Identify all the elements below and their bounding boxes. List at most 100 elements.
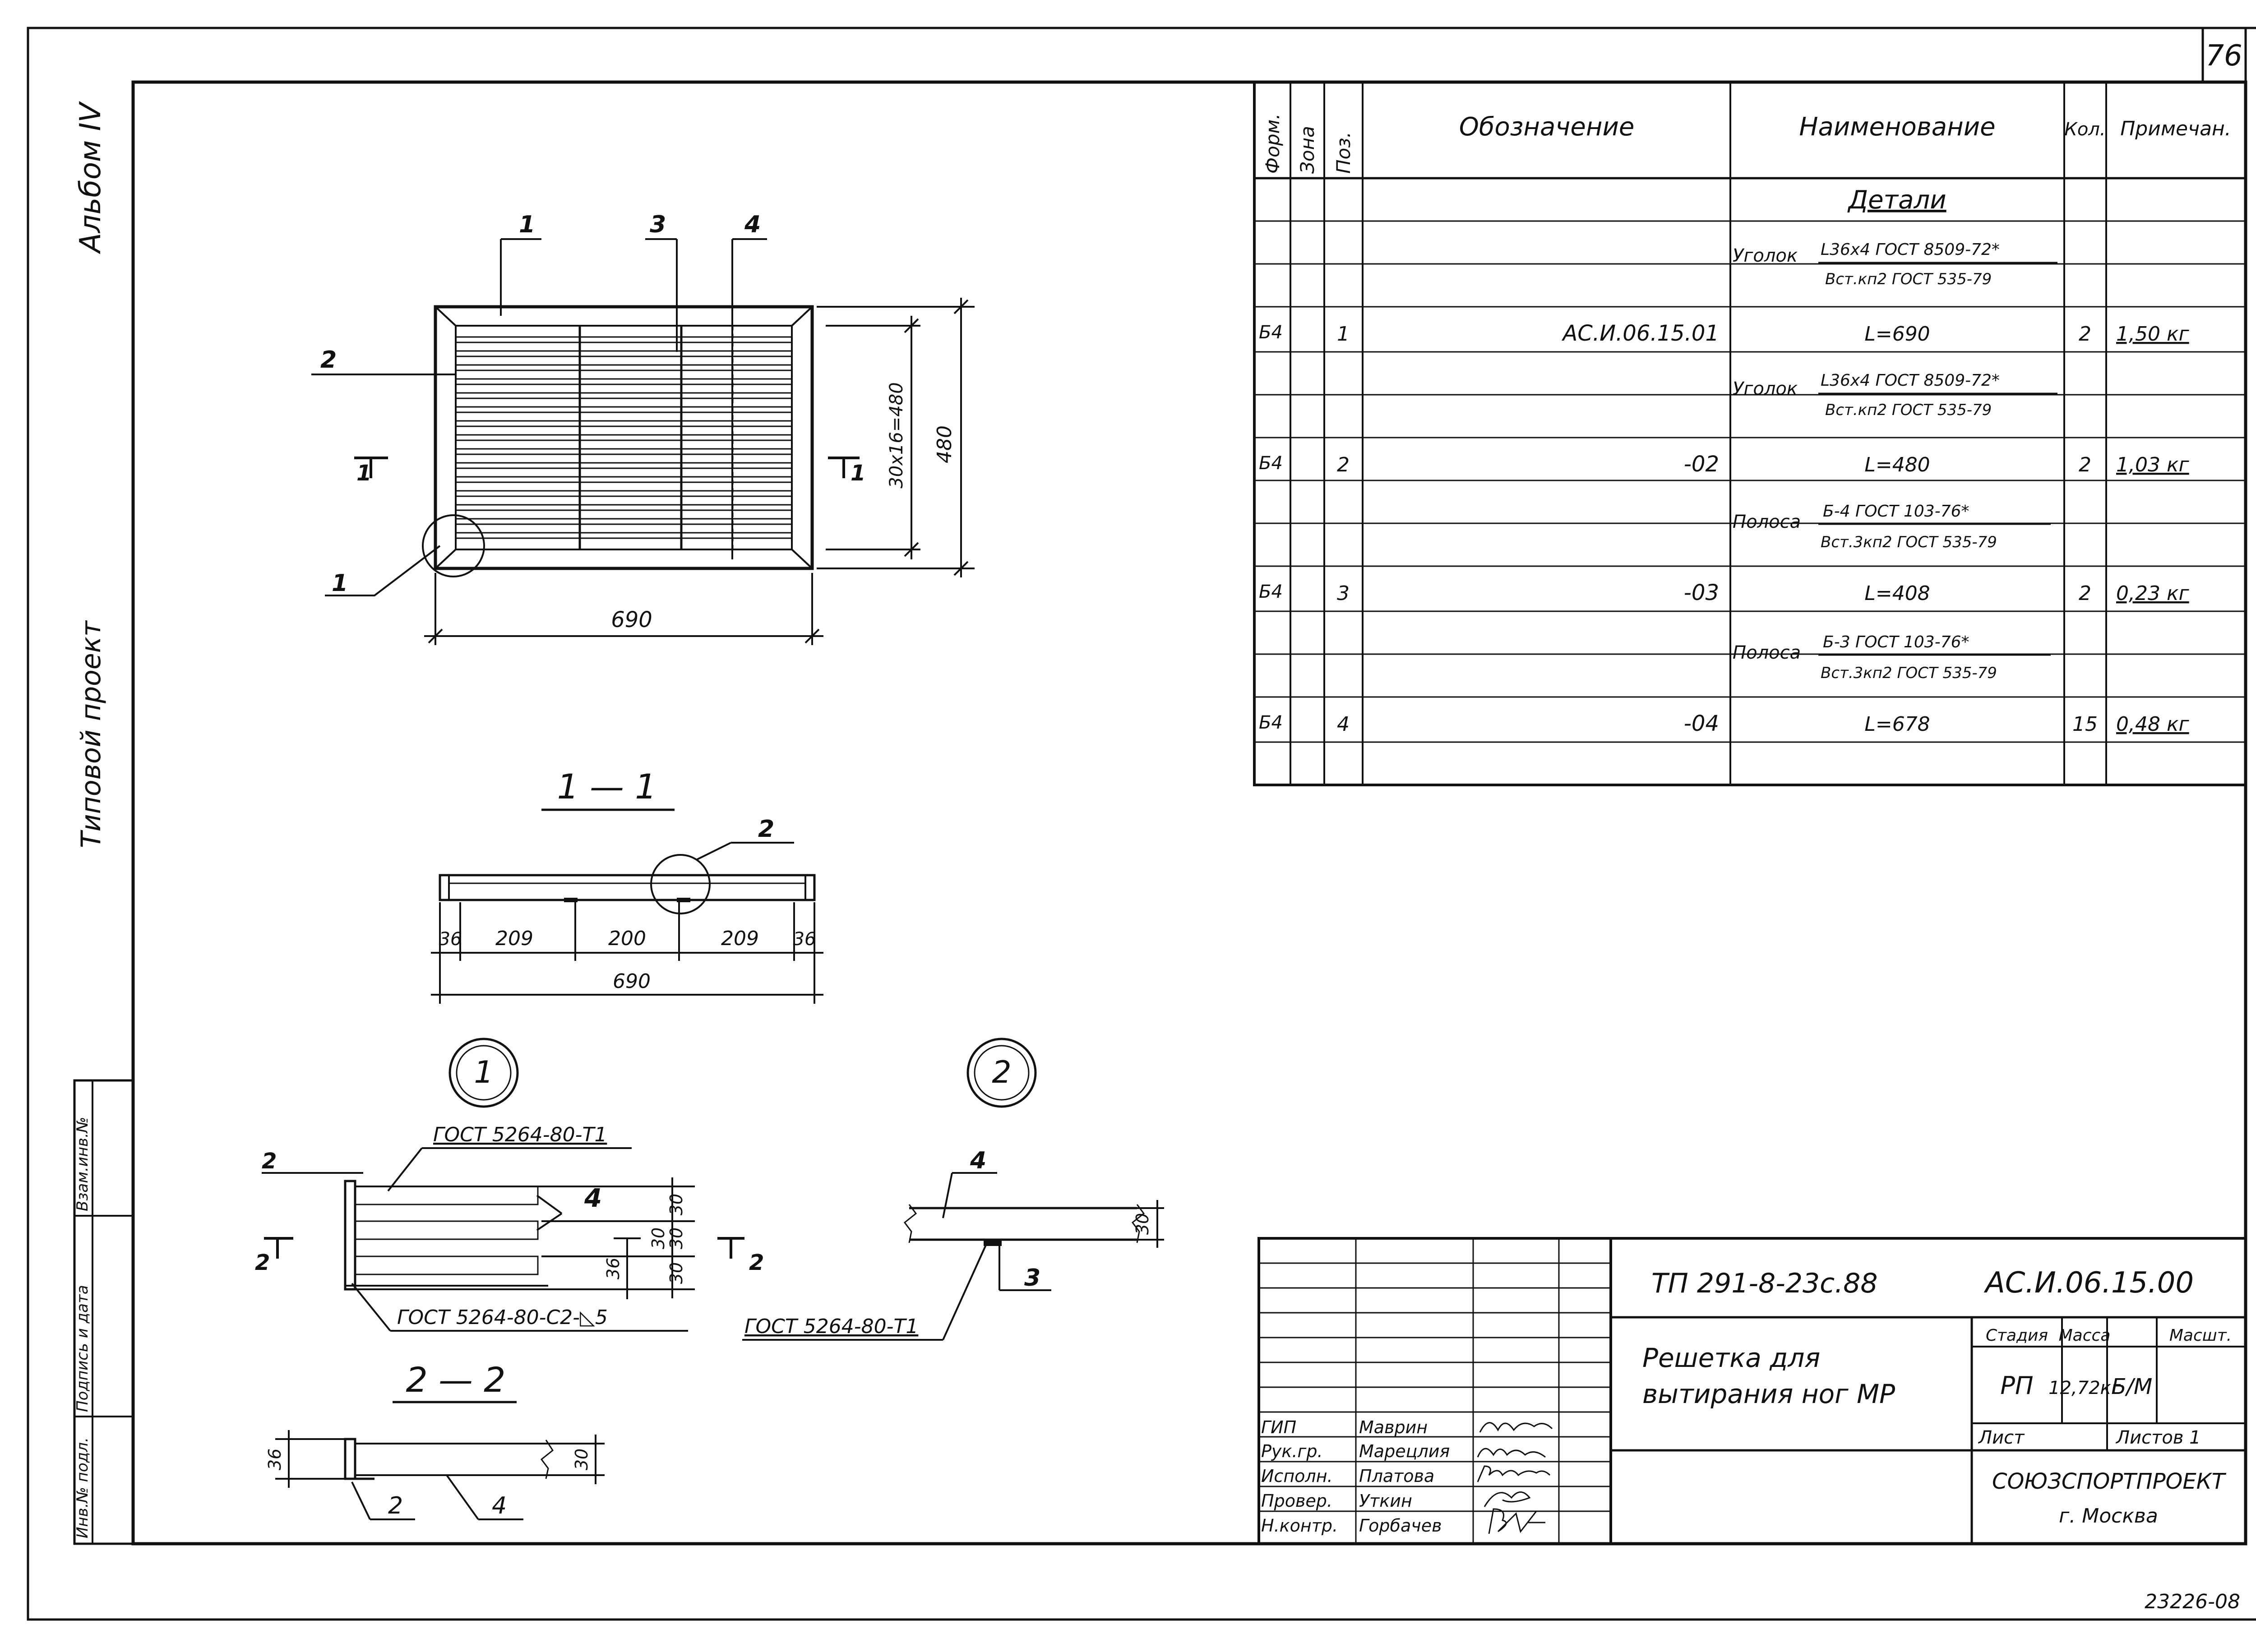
node-1-marker: 1 <box>474 1055 493 1090</box>
staff-role: Н.контр. <box>1261 1516 1338 1536</box>
table-row-lines <box>1254 220 2246 743</box>
node-1-section-mark: 2 <box>749 1250 764 1275</box>
header-format: Форм. <box>1262 113 1284 174</box>
node-2-marker: 2 <box>992 1055 1011 1090</box>
staff-role: Рук.гр. <box>1261 1441 1323 1461</box>
cell-length: L=678 <box>1864 713 1930 736</box>
cell-position: 2 <box>1337 453 1350 476</box>
specification-table: Форм. Зона Поз. Обозначение Наименование… <box>1253 81 2247 786</box>
cell-note: 0,48 кг <box>2116 713 2190 736</box>
node-1-callout-4: 4 <box>584 1184 602 1213</box>
callout-position-1: 1 <box>519 211 535 238</box>
signature <box>1488 1508 1545 1534</box>
list-item: Провер. Уткин <box>1261 1491 1531 1511</box>
table-row: Б4 4 -04 L=678 15 0,48 кг <box>1259 711 2190 736</box>
list-item: Полоса Б-4 ГОСТ 103-76* Вст.3кп2 ГОСТ 53… <box>1733 502 2051 551</box>
cell-format: Б4 <box>1259 322 1283 343</box>
list-item: Исполн. Платова <box>1261 1465 1551 1486</box>
staff-role: Исполн. <box>1261 1466 1333 1486</box>
signature <box>1484 1491 1531 1507</box>
section-1-1-dim: 36 <box>439 929 462 950</box>
project-type-label: Типовой проект <box>75 620 107 848</box>
signature <box>1477 1465 1551 1482</box>
stage-label: Стадия <box>1986 1326 2048 1345</box>
callout-position-3: 3 <box>650 211 666 238</box>
node-1-dim: 30 <box>666 1227 686 1249</box>
header-note: Примечан. <box>2120 117 2231 140</box>
table-row: Б4 2 -02 L=480 2 1,03 кг <box>1259 452 2190 477</box>
material-prefix: Уголок <box>1733 245 1798 266</box>
header-quantity: Кол. <box>2064 119 2105 140</box>
scale-label: Масшт. <box>2169 1326 2232 1345</box>
node-1-callout-2: 2 <box>262 1149 277 1174</box>
section-mark-left: 1 <box>356 461 371 486</box>
drawing-title-line2: вытирания ног МР <box>1642 1379 1895 1409</box>
list-item: Рук.гр. Марецлия <box>1261 1441 1546 1461</box>
header-name: Наименование <box>1799 112 1995 142</box>
cell-note: 1,03 кг <box>2116 453 2190 476</box>
material-spec-bottom: Вст.3кп2 ГОСТ 535-79 <box>1821 664 1997 682</box>
cell-format: Б4 <box>1259 712 1283 733</box>
section-mark-right: 1 <box>851 461 865 486</box>
section-1-1-dim: 200 <box>608 927 646 950</box>
cell-note: 1,50 кг <box>2116 323 2190 346</box>
header-designation: Обозначение <box>1459 112 1635 142</box>
cell-position: 3 <box>1337 582 1350 605</box>
mass-value: 12,72кг <box>2048 1378 2121 1398</box>
document-code: ТП 291-8-23с.88 <box>1651 1268 1878 1299</box>
staff-name: Маврин <box>1359 1417 1428 1437</box>
node-2-dim: 30 <box>1133 1213 1152 1235</box>
grate-strips <box>456 336 792 539</box>
cell-length: L=690 <box>1864 323 1930 346</box>
callout-position-2: 2 <box>320 346 337 374</box>
stage-value: РП <box>2000 1371 2033 1400</box>
section-1-1-total: 690 <box>613 970 651 993</box>
staff-name: Марецлия <box>1359 1441 1450 1461</box>
scale-value: Б/М <box>2112 1374 2153 1399</box>
node-2-callout-3: 3 <box>1024 1264 1040 1292</box>
section-1-1: 1 — 1 2 36 209 200 209 36 690 <box>431 766 823 1004</box>
cell-position: 4 <box>1337 713 1350 736</box>
stamp-signature-date: Подпись и дата <box>74 1285 92 1412</box>
table-row: Б4 1 АС.И.06.15.01 L=690 2 1,50 кг <box>1259 321 2190 346</box>
cell-designation: -04 <box>1684 711 1719 736</box>
cell-quantity: 2 <box>2079 582 2091 605</box>
header-position: Поз. <box>1332 132 1355 174</box>
material-spec-bottom: Вст.3кп2 ГОСТ 535-79 <box>1821 533 1997 551</box>
staff-name: Платова <box>1359 1466 1434 1486</box>
material-spec-top: L36x4 ГОСТ 8509-72* <box>1821 240 2000 259</box>
staff-role: ГИП <box>1261 1417 1296 1437</box>
plan-height-pitch-dim: 30x16=480 <box>886 382 907 488</box>
node-1-weld-top: ГОСТ 5264-80-Т1 <box>433 1123 607 1146</box>
organization: СОЮЗСПОРТПРОЕКТ <box>1992 1469 2227 1494</box>
album-label: Альбом IV <box>74 101 107 254</box>
city: г. Москва <box>2059 1504 2158 1527</box>
signature <box>1477 1448 1546 1458</box>
plan-width-dim: 690 <box>611 607 652 632</box>
cell-format: Б4 <box>1259 453 1283 474</box>
list-item: Уголок L36x4 ГОСТ 8509-72* Вст.кп2 ГОСТ … <box>1733 240 2057 288</box>
staff-name: Горбачев <box>1359 1516 1442 1536</box>
node-2-callout-4: 4 <box>970 1147 986 1174</box>
cell-note: 0,23 кг <box>2116 582 2190 605</box>
section-1-1-dim: 209 <box>721 927 759 950</box>
list-item: ГИП Маврин <box>1261 1417 1553 1437</box>
section-2-2-dim: 36 <box>265 1449 285 1470</box>
signature <box>1479 1422 1553 1433</box>
material-spec-bottom: Вст.кп2 ГОСТ 535-79 <box>1825 401 1992 419</box>
section-1-1-callout: 2 <box>758 816 774 843</box>
table-row: Б4 3 -03 L=408 2 0,23 кг <box>1259 580 2190 605</box>
material-prefix: Уголок <box>1733 378 1798 399</box>
node-1-section-mark: 2 <box>255 1250 270 1275</box>
cell-format: Б4 <box>1259 581 1283 602</box>
callout-node-1: 1 <box>332 570 348 597</box>
stamp-inventory: Инв.№ подл. <box>74 1437 92 1538</box>
section-title-details: Детали <box>1847 185 1946 215</box>
cell-designation: АС.И.06.15.01 <box>1561 321 1719 346</box>
node-2-weld: ГОСТ 5264-80-Т1 <box>744 1315 918 1338</box>
list-item: Н.контр. Горбачев <box>1261 1508 1545 1536</box>
mass-label: Масса <box>2059 1326 2111 1345</box>
material-prefix: Полоса <box>1733 512 1801 532</box>
